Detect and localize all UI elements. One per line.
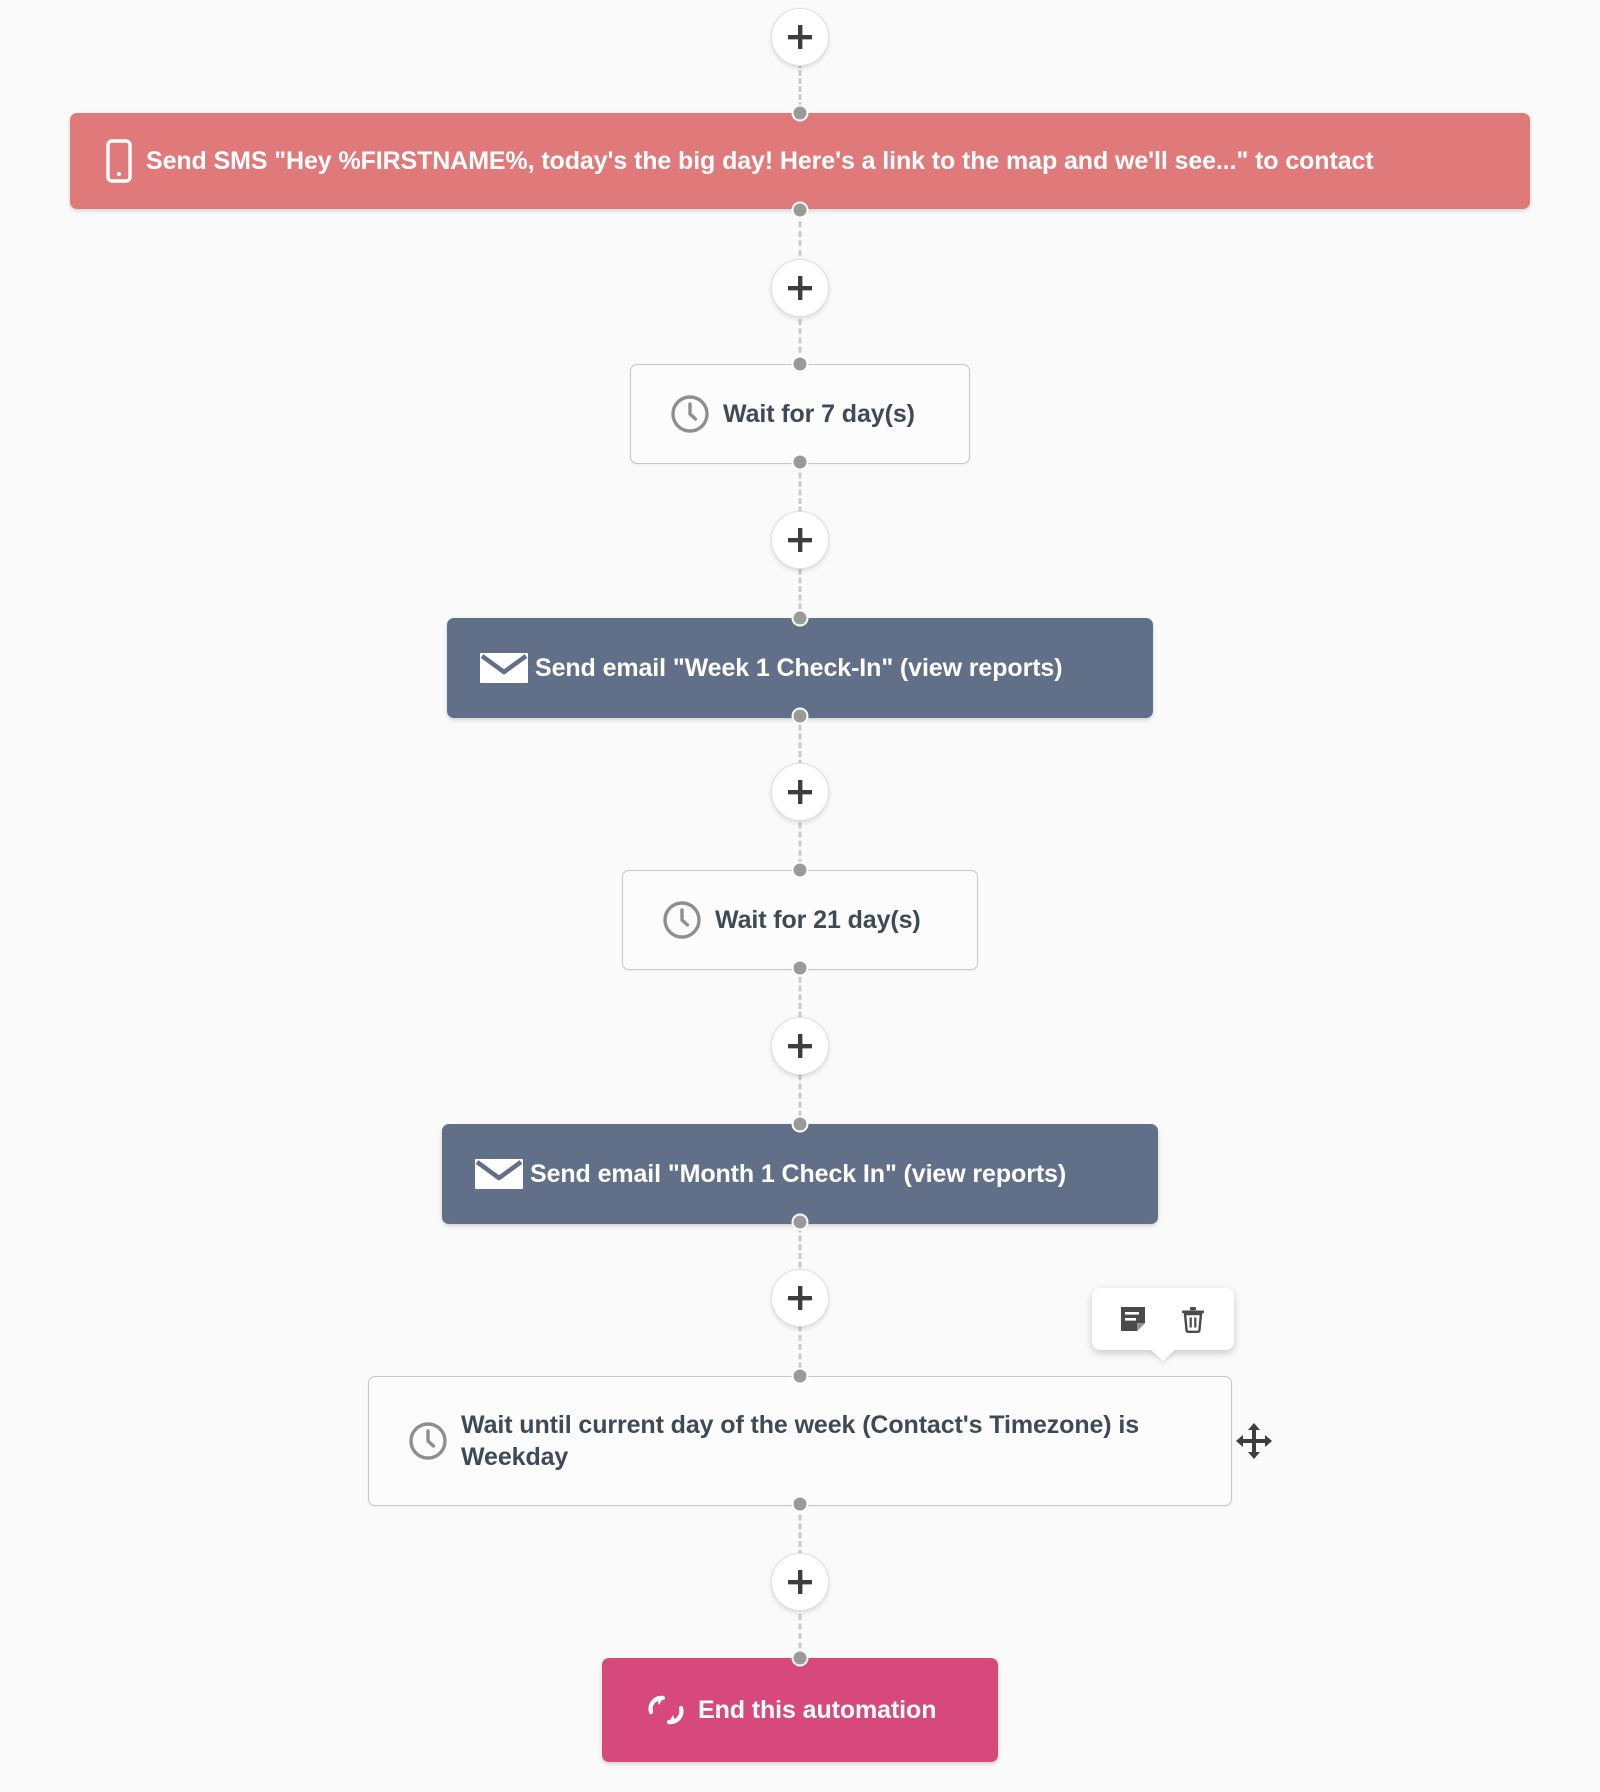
connector-dot (791, 861, 809, 879)
end-automation-block[interactable]: End this automation (602, 1658, 998, 1762)
wait-7-days-block[interactable]: Wait for 7 day(s) (630, 364, 970, 464)
plus-icon (788, 1286, 812, 1310)
trash-icon[interactable] (1176, 1302, 1210, 1336)
connector-rail (798, 1218, 802, 1294)
connector-rail (798, 1506, 802, 1582)
connector-rail (798, 282, 802, 362)
add-step-button-5[interactable] (771, 1017, 829, 1075)
email-week-1-block[interactable]: Send email "Week 1 Check-In" (view repor… (447, 618, 1153, 718)
plus-icon (788, 1034, 812, 1058)
connector-rail (798, 786, 802, 874)
mobile-phone-icon (92, 139, 146, 183)
connector-rail (798, 464, 802, 538)
plus-icon (788, 780, 812, 804)
envelope-icon (468, 1156, 530, 1192)
wait-7-days-label: Wait for 7 day(s) (723, 399, 915, 428)
wait-21-days-label: Wait for 21 day(s) (715, 905, 921, 934)
end-automation-icon (634, 1691, 698, 1729)
add-step-button-6[interactable] (771, 1269, 829, 1327)
connector-dot (791, 355, 809, 373)
add-step-button-3[interactable] (771, 511, 829, 569)
connector-rail (798, 1576, 802, 1658)
connector-rail (798, 534, 802, 618)
clock-icon (649, 899, 715, 941)
plus-icon (788, 1570, 812, 1594)
connector-dot (791, 201, 809, 219)
connector-rail (798, 968, 802, 1044)
plus-icon (788, 25, 812, 49)
connector-dot (791, 453, 809, 471)
connector-dot (791, 1115, 809, 1133)
connector-dot (791, 104, 809, 122)
connector-rail (798, 716, 802, 792)
connector-rail (798, 62, 802, 108)
add-step-button-4[interactable] (771, 763, 829, 821)
connector-rail (798, 1288, 802, 1378)
bubble-pointer (1150, 1349, 1176, 1361)
step-actions-bubble (1092, 1288, 1234, 1361)
wait-until-weekday-label: Wait until current day of the week (Cont… (461, 1410, 1140, 1472)
connector-dot (791, 1367, 809, 1385)
plus-icon (788, 528, 812, 552)
wait-21-days-block[interactable]: Wait for 21 day(s) (622, 870, 978, 970)
plus-icon (788, 276, 812, 300)
connector-dot (791, 609, 809, 627)
add-step-button-7[interactable] (771, 1553, 829, 1611)
envelope-icon (473, 650, 535, 686)
add-step-button-2[interactable] (771, 259, 829, 317)
clock-icon (395, 1420, 461, 1462)
add-step-button-1[interactable] (771, 8, 829, 66)
connector-dot (791, 1495, 809, 1513)
connector-rail (798, 212, 802, 284)
move-icon[interactable] (1232, 1419, 1276, 1463)
connector-dot (791, 1649, 809, 1667)
connector-dot (791, 707, 809, 725)
wait-until-weekday-block[interactable]: Wait until current day of the week (Cont… (368, 1376, 1232, 1506)
sms-step-block[interactable]: Send SMS "Hey %FIRSTNAME%, today's the b… (70, 113, 1530, 209)
clock-icon (657, 393, 723, 435)
sms-step-label: Send SMS "Hey %FIRSTNAME%, today's the b… (146, 146, 1374, 175)
connector-rail (798, 1038, 802, 1126)
email-week-1-label: Send email "Week 1 Check-In" (view repor… (535, 653, 1063, 682)
note-icon[interactable] (1116, 1302, 1150, 1336)
connector-dot (791, 1213, 809, 1231)
email-month-1-label: Send email "Month 1 Check In" (view repo… (530, 1159, 1067, 1188)
connector-dot (791, 959, 809, 977)
email-month-1-block[interactable]: Send email "Month 1 Check In" (view repo… (442, 1124, 1158, 1224)
end-automation-label: End this automation (698, 1695, 937, 1724)
